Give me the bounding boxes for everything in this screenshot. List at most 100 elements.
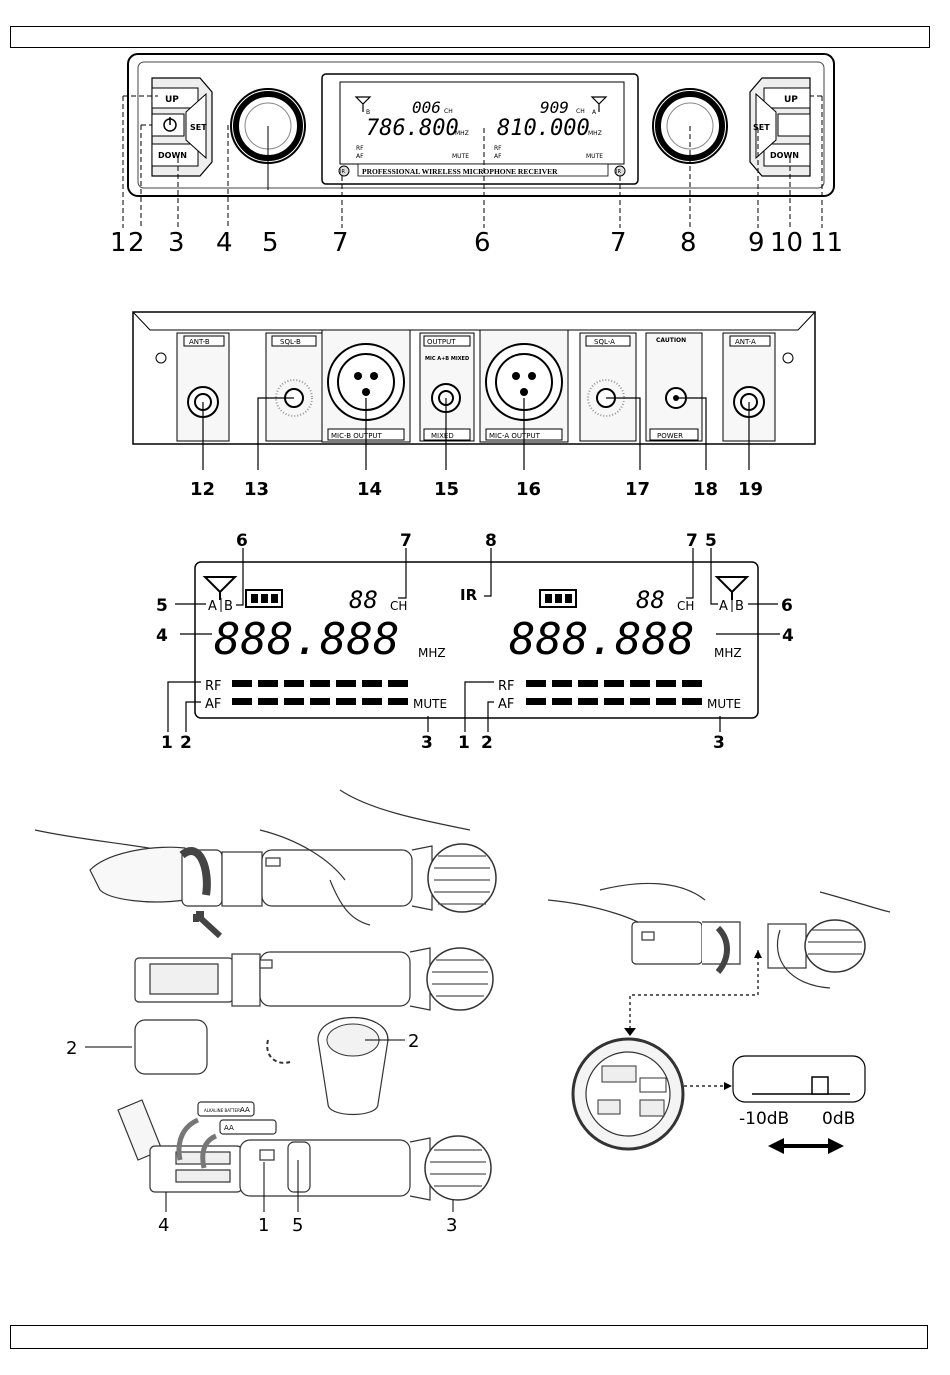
output-label: OUTPUT [427,338,456,346]
power-module [645,332,703,442]
up-button-right[interactable] [763,87,811,109]
right-button-cluster [749,77,811,177]
af-bar-right [526,698,702,705]
ant-a-label: ANT-A [735,338,756,346]
diag-freq-left: 888.888 [214,614,399,665]
channel-right: 909 [540,98,569,117]
ch-unit-right: CH [576,108,585,115]
mic-callout-2b: 2 [408,1031,419,1052]
gain-switch-detail [732,1055,866,1103]
mute-right: MUTE [586,153,603,160]
callout-4: 4 [216,228,233,258]
diag-mute-right: MUTE [707,697,741,711]
rotate-arrow-icon [266,1039,291,1064]
gain-switch-small[interactable] [639,1077,667,1093]
diag-callout-7a: 7 [400,531,412,551]
channel-left: 006 [412,98,441,117]
rf-right: RF [494,145,502,152]
down-button-right[interactable] [763,143,811,167]
mic-open-right-illustration [547,882,891,989]
diag-ch-label-left: CH [390,599,407,613]
sql-b-label: SQL-B [280,338,301,346]
diag-callout-6a: 6 [236,531,248,551]
battery-aa-1: AA [240,1106,250,1114]
diag-ant-a-right: A [719,599,728,614]
mic-b-label: MIC-B OUTPUT [331,432,383,440]
callout-18: 18 [693,479,718,500]
diag-mute-left: MUTE [413,697,447,711]
af-bar-left [232,698,408,705]
mic-unscrew-illustration [34,789,497,926]
freq-right: 810.000 [497,116,590,141]
set-label-right: SET [753,123,770,132]
footer-box [10,1325,928,1349]
af-left: AF [356,153,364,160]
gain-switch-slider[interactable] [811,1076,829,1095]
callout-6: 6 [474,228,491,258]
af-right: AF [494,153,502,160]
diag-callout-7b: 7 [686,531,698,551]
diag-callout-2a: 2 [180,733,192,753]
diag-callout-6b: 6 [781,596,793,616]
microphone-diagram: 2 2 AA ALKALINE BATTERY AA 4 1 5 3 [34,789,891,1236]
mic-ab-label: MIC A+B MIXED [425,356,469,362]
down-label-right: DOWN [770,151,799,160]
mhz-right: MHZ [588,130,602,137]
screw-left [155,352,167,364]
screw-right [782,352,794,364]
diag-mhz-left: MHZ [418,646,446,660]
power-label: POWER [657,432,683,440]
sql-a-label: SQL-A [594,338,615,346]
set-button-right[interactable] [755,92,777,160]
caution-label: CAUTION [656,337,686,344]
diag-callout-8: 8 [485,531,497,551]
diag-mhz-right: MHZ [714,646,742,660]
mic-callout-5: 5 [292,1215,303,1236]
diag-callout-3b: 3 [713,733,725,753]
mic-open-illustration [134,947,494,1011]
down-label-left: DOWN [158,151,187,160]
mhz-left: MHZ [455,130,469,137]
ant-b-label: ANT-B [189,338,210,346]
mixed-label: MIXED [431,432,454,440]
rf-bar-left [232,680,408,687]
double-arrow-icon [768,1138,844,1154]
diag-rf-left: RF [205,679,222,694]
callout-14: 14 [357,479,382,500]
diag-af-left: AF [205,697,221,712]
callout-9: 9 [748,228,765,258]
switch-high-label: 0dB [822,1109,855,1129]
callout-5: 5 [262,228,279,258]
diag-callout-2b: 2 [481,733,493,753]
diag-callout-5b: 5 [705,531,717,551]
diag-ant-b-left: B [224,599,233,614]
battery-cover-side [134,1019,208,1075]
diag-rf-right: RF [498,679,515,694]
display-outline [194,561,759,719]
callout-1: 1 [110,228,127,258]
battery-sub-1: ALKALINE BATTERY [204,1108,242,1113]
brand-line: PROFESSIONAL WIRELESS MICROPHONE RECEIVE… [362,167,558,176]
set-button-left[interactable] [185,92,207,160]
mic-callout-3: 3 [446,1215,457,1236]
callout-7b: 7 [610,228,627,258]
callout-2: 2 [128,228,145,258]
ir-sensor-left [338,165,350,177]
callout-8: 8 [680,228,697,258]
front-callouts: 1 2 3 4 5 7 6 7 8 9 10 11 [110,228,843,258]
up-label-right: UP [784,95,798,105]
rf-left: RF [356,145,364,152]
down-button-left[interactable] [151,143,199,167]
ant-a-indicator: A [592,109,597,116]
diag-af-right: AF [498,697,514,712]
diag-callout-4b: 4 [782,626,794,646]
diag-callout-3a: 3 [421,733,433,753]
diag-callout-4a: 4 [156,626,168,646]
diag-ir: IR [460,586,478,604]
up-label-left: UP [165,95,179,105]
ch-unit-left: CH [444,108,453,115]
rear-panel-diagram: ANT-B SQL-B MIC-B OUTPUT OUTPUT MIC A+B … [132,311,816,500]
up-button-left[interactable] [151,87,199,109]
sql-a-module [579,332,637,442]
callout-10: 10 [770,228,803,258]
